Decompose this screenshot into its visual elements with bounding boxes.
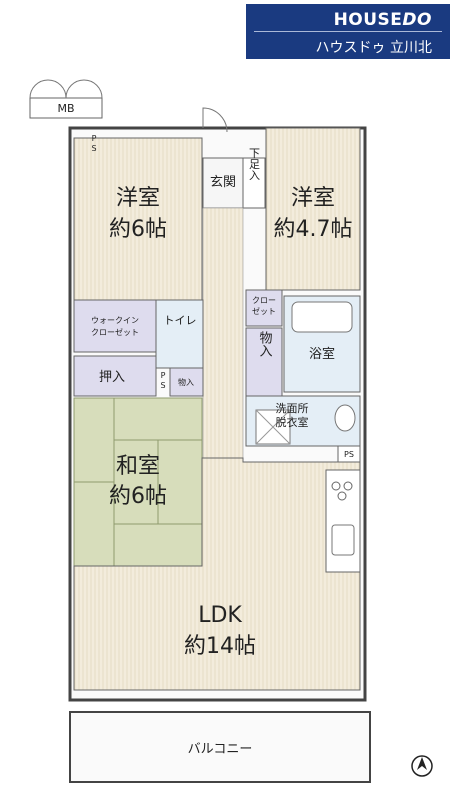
room-genkan xyxy=(202,157,244,209)
brand-divider xyxy=(254,31,442,32)
wic-label-1: ウォークイン xyxy=(91,316,139,325)
brand-banner: HOUSEDO ハウスドゥ 立川北 xyxy=(246,4,450,59)
room-western-1 xyxy=(73,137,203,301)
corridor xyxy=(202,207,244,459)
room-western-2 xyxy=(265,127,361,291)
storage-small-label: 物入 xyxy=(178,377,194,387)
balcony-label: バルコニー xyxy=(188,742,253,757)
washroom-label-2: 脱衣室 xyxy=(276,415,309,429)
kitchen-sink xyxy=(331,524,355,556)
mb-label: MB xyxy=(57,102,74,115)
storage-vertical-label: 物入 xyxy=(257,331,273,357)
brand-branch: ハウスドゥ 立川北 xyxy=(315,40,432,56)
stove-burner-2 xyxy=(343,481,353,491)
shoe-cabinet xyxy=(242,157,266,209)
kitchen-counter xyxy=(325,469,361,573)
washitsu-name: 和室 xyxy=(116,454,160,479)
room-walk-in-closet xyxy=(73,299,157,353)
ps-label: PS xyxy=(344,450,354,459)
storage-small xyxy=(169,367,204,397)
room-ldk xyxy=(73,457,361,691)
shoe-cabinet-label: 下足入 xyxy=(248,148,261,181)
room-toilet xyxy=(155,299,204,369)
stove-burner-3 xyxy=(337,491,347,501)
brand-logo: HOUSEDO xyxy=(333,10,432,30)
western-1-name: 洋室 xyxy=(116,186,160,211)
room-oshiire xyxy=(73,355,157,397)
western-2-name: 洋室 xyxy=(291,186,335,211)
genkan-label: 玄関 xyxy=(210,175,236,190)
closet-small xyxy=(245,289,283,327)
oshiire-label: 押入 xyxy=(99,370,125,385)
door-arcs-top xyxy=(29,79,103,99)
north-compass-icon xyxy=(411,755,433,777)
washroom-label-1: 洗面所 xyxy=(276,402,309,415)
ps-top-label-2: S xyxy=(91,144,96,153)
toilet-label: トイレ xyxy=(164,314,197,327)
balcony xyxy=(69,711,371,783)
washing-pan-cross-b xyxy=(255,409,291,445)
closet-small-label-2: ゼット xyxy=(252,306,276,316)
washitsu-size: 約6帖 xyxy=(109,484,167,509)
ldk-size: 約14帖 xyxy=(184,634,256,659)
entrance-door-arc xyxy=(202,107,228,133)
ps-v-label-2: S xyxy=(160,381,165,390)
tatami-seams xyxy=(73,397,203,567)
brand-logo-em: DO xyxy=(402,10,432,30)
stove-burner-1 xyxy=(331,481,341,491)
ps-v-label-1: P xyxy=(161,371,166,380)
western-2-size: 約4.7帖 xyxy=(274,217,353,242)
ldk-name: LDK xyxy=(198,603,242,628)
wic-label-2: クローゼット xyxy=(91,327,139,337)
western-1-size: 約6帖 xyxy=(109,217,167,242)
closet-small-label-1: クロー xyxy=(252,296,276,305)
wash-basin xyxy=(334,404,356,432)
bathtub xyxy=(291,301,353,333)
bath-label: 浴室 xyxy=(309,346,335,362)
ps-top-label-1: P xyxy=(92,134,97,143)
